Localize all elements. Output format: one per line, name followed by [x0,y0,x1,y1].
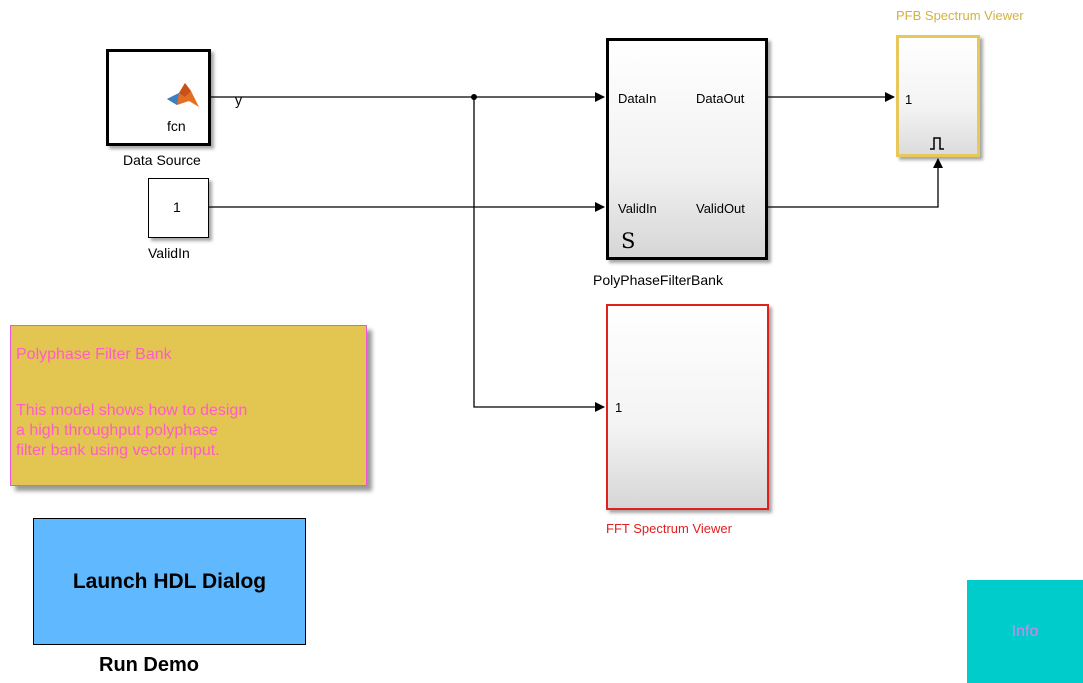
polyphase-filter-bank-block[interactable]: DataIn ValidIn DataOut ValidOut S [606,38,768,260]
validin-label: ValidIn [148,245,190,261]
data-source-block[interactable]: fcn y [106,49,242,146]
function-name: fcn [167,118,186,134]
fft-spectrum-viewer-block[interactable]: 1 [606,304,769,510]
launch-hdl-dialog-label: Launch HDL Dialog [72,569,267,593]
fft-viewer-label: FFT Spectrum Viewer [606,521,732,536]
info-label: Info [1011,622,1039,640]
pulse-trigger-icon [930,137,944,150]
constant-value: 1 [173,199,181,215]
port-dataout: DataOut [696,91,745,106]
launch-hdl-dialog-button[interactable]: Launch HDL Dialog [33,518,306,645]
pfb-viewer-label: PFB Spectrum Viewer [896,8,1024,23]
pfb-spectrum-viewer-block[interactable]: 1 [896,35,980,157]
port-validin: ValidIn [618,201,657,216]
branch-point [471,94,477,100]
matlab-function-icon [167,83,199,107]
info-button[interactable]: Info [967,580,1083,683]
pfb-viewer-port-1: 1 [905,92,913,107]
port-datain: DataIn [618,91,657,106]
annotation-line-3: filter bank using vector input. [16,442,220,459]
annotation-line-2: a high throughput polyphase [16,422,218,439]
annotation-title: Polyphase Filter Bank [16,346,172,363]
output-port-y: y [235,92,242,108]
annotation-line-1: This model shows how to design [16,402,248,419]
pfb-label: PolyPhaseFilterBank [593,272,723,288]
sfunction-marker: S [621,229,636,253]
line-validout-to-viewer[interactable] [768,158,943,208]
fft-viewer-port-1: 1 [615,400,623,415]
port-validout: ValidOut [696,201,745,216]
data-source-label: Data Source [123,152,201,168]
run-demo-label: Run Demo [99,654,199,676]
line-data-to-fft[interactable] [473,97,605,412]
model-annotation[interactable]: Polyphase Filter Bank This model shows h… [10,325,367,486]
validin-constant-block[interactable]: 1 [148,178,209,238]
